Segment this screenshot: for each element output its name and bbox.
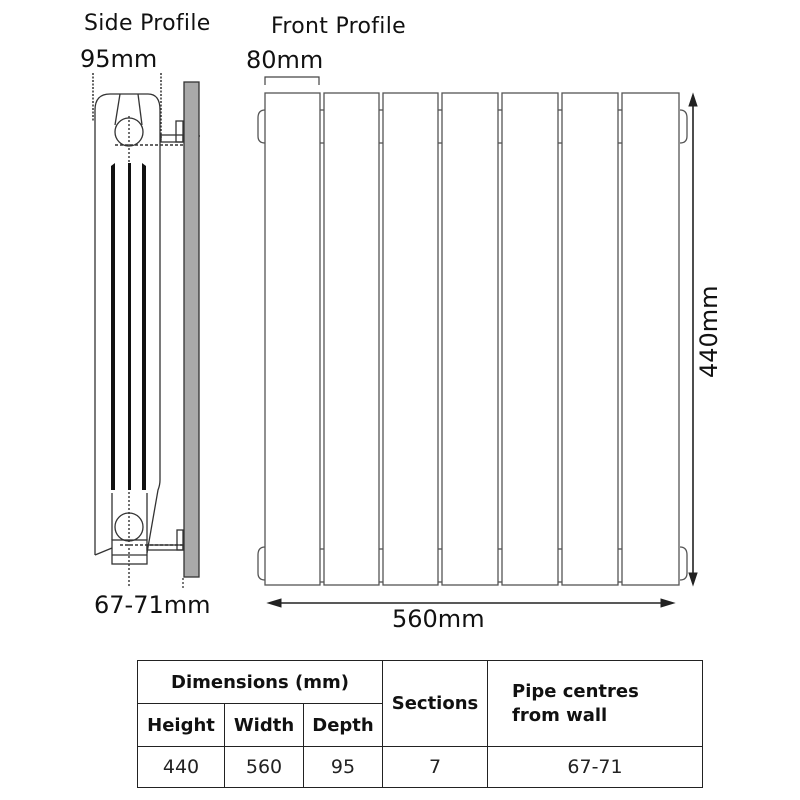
height-dimension-arrow bbox=[688, 92, 698, 587]
front-profile-drawing bbox=[257, 92, 688, 586]
width-dimension-arrow bbox=[266, 598, 676, 608]
pipe-centres-label: 67-71mm bbox=[94, 591, 211, 619]
depth-value: 95 bbox=[303, 746, 383, 788]
width-value: 560 bbox=[224, 746, 304, 788]
sections-header: Sections bbox=[382, 660, 488, 747]
section-width-label: 80mm bbox=[246, 46, 324, 74]
width-header: Width bbox=[224, 703, 304, 747]
width-label: 560mm bbox=[392, 605, 485, 633]
side-profile-fins bbox=[111, 163, 146, 490]
pipe-centres-header: Pipe centres from wall bbox=[487, 660, 703, 747]
height-label: 440mm bbox=[695, 285, 723, 378]
side-profile-depth-label: 95mm bbox=[80, 45, 158, 73]
depth-header: Depth bbox=[303, 703, 383, 747]
side-profile-title: Side Profile bbox=[84, 11, 211, 36]
front-profile-title: Front Profile bbox=[271, 14, 406, 39]
wall-section bbox=[183, 81, 200, 578]
section-width-bracket bbox=[264, 76, 320, 85]
height-header: Height bbox=[137, 703, 225, 747]
sections-value: 7 bbox=[382, 746, 488, 788]
dimensions-group-header: Dimensions (mm) bbox=[137, 660, 383, 704]
radiator-technical-drawing bbox=[92, 73, 698, 608]
height-value: 440 bbox=[137, 746, 225, 788]
pipe-centres-value: 67-71 bbox=[487, 746, 703, 788]
specification-table: Dimensions (mm) Sections Pipe centres fr… bbox=[137, 660, 703, 788]
